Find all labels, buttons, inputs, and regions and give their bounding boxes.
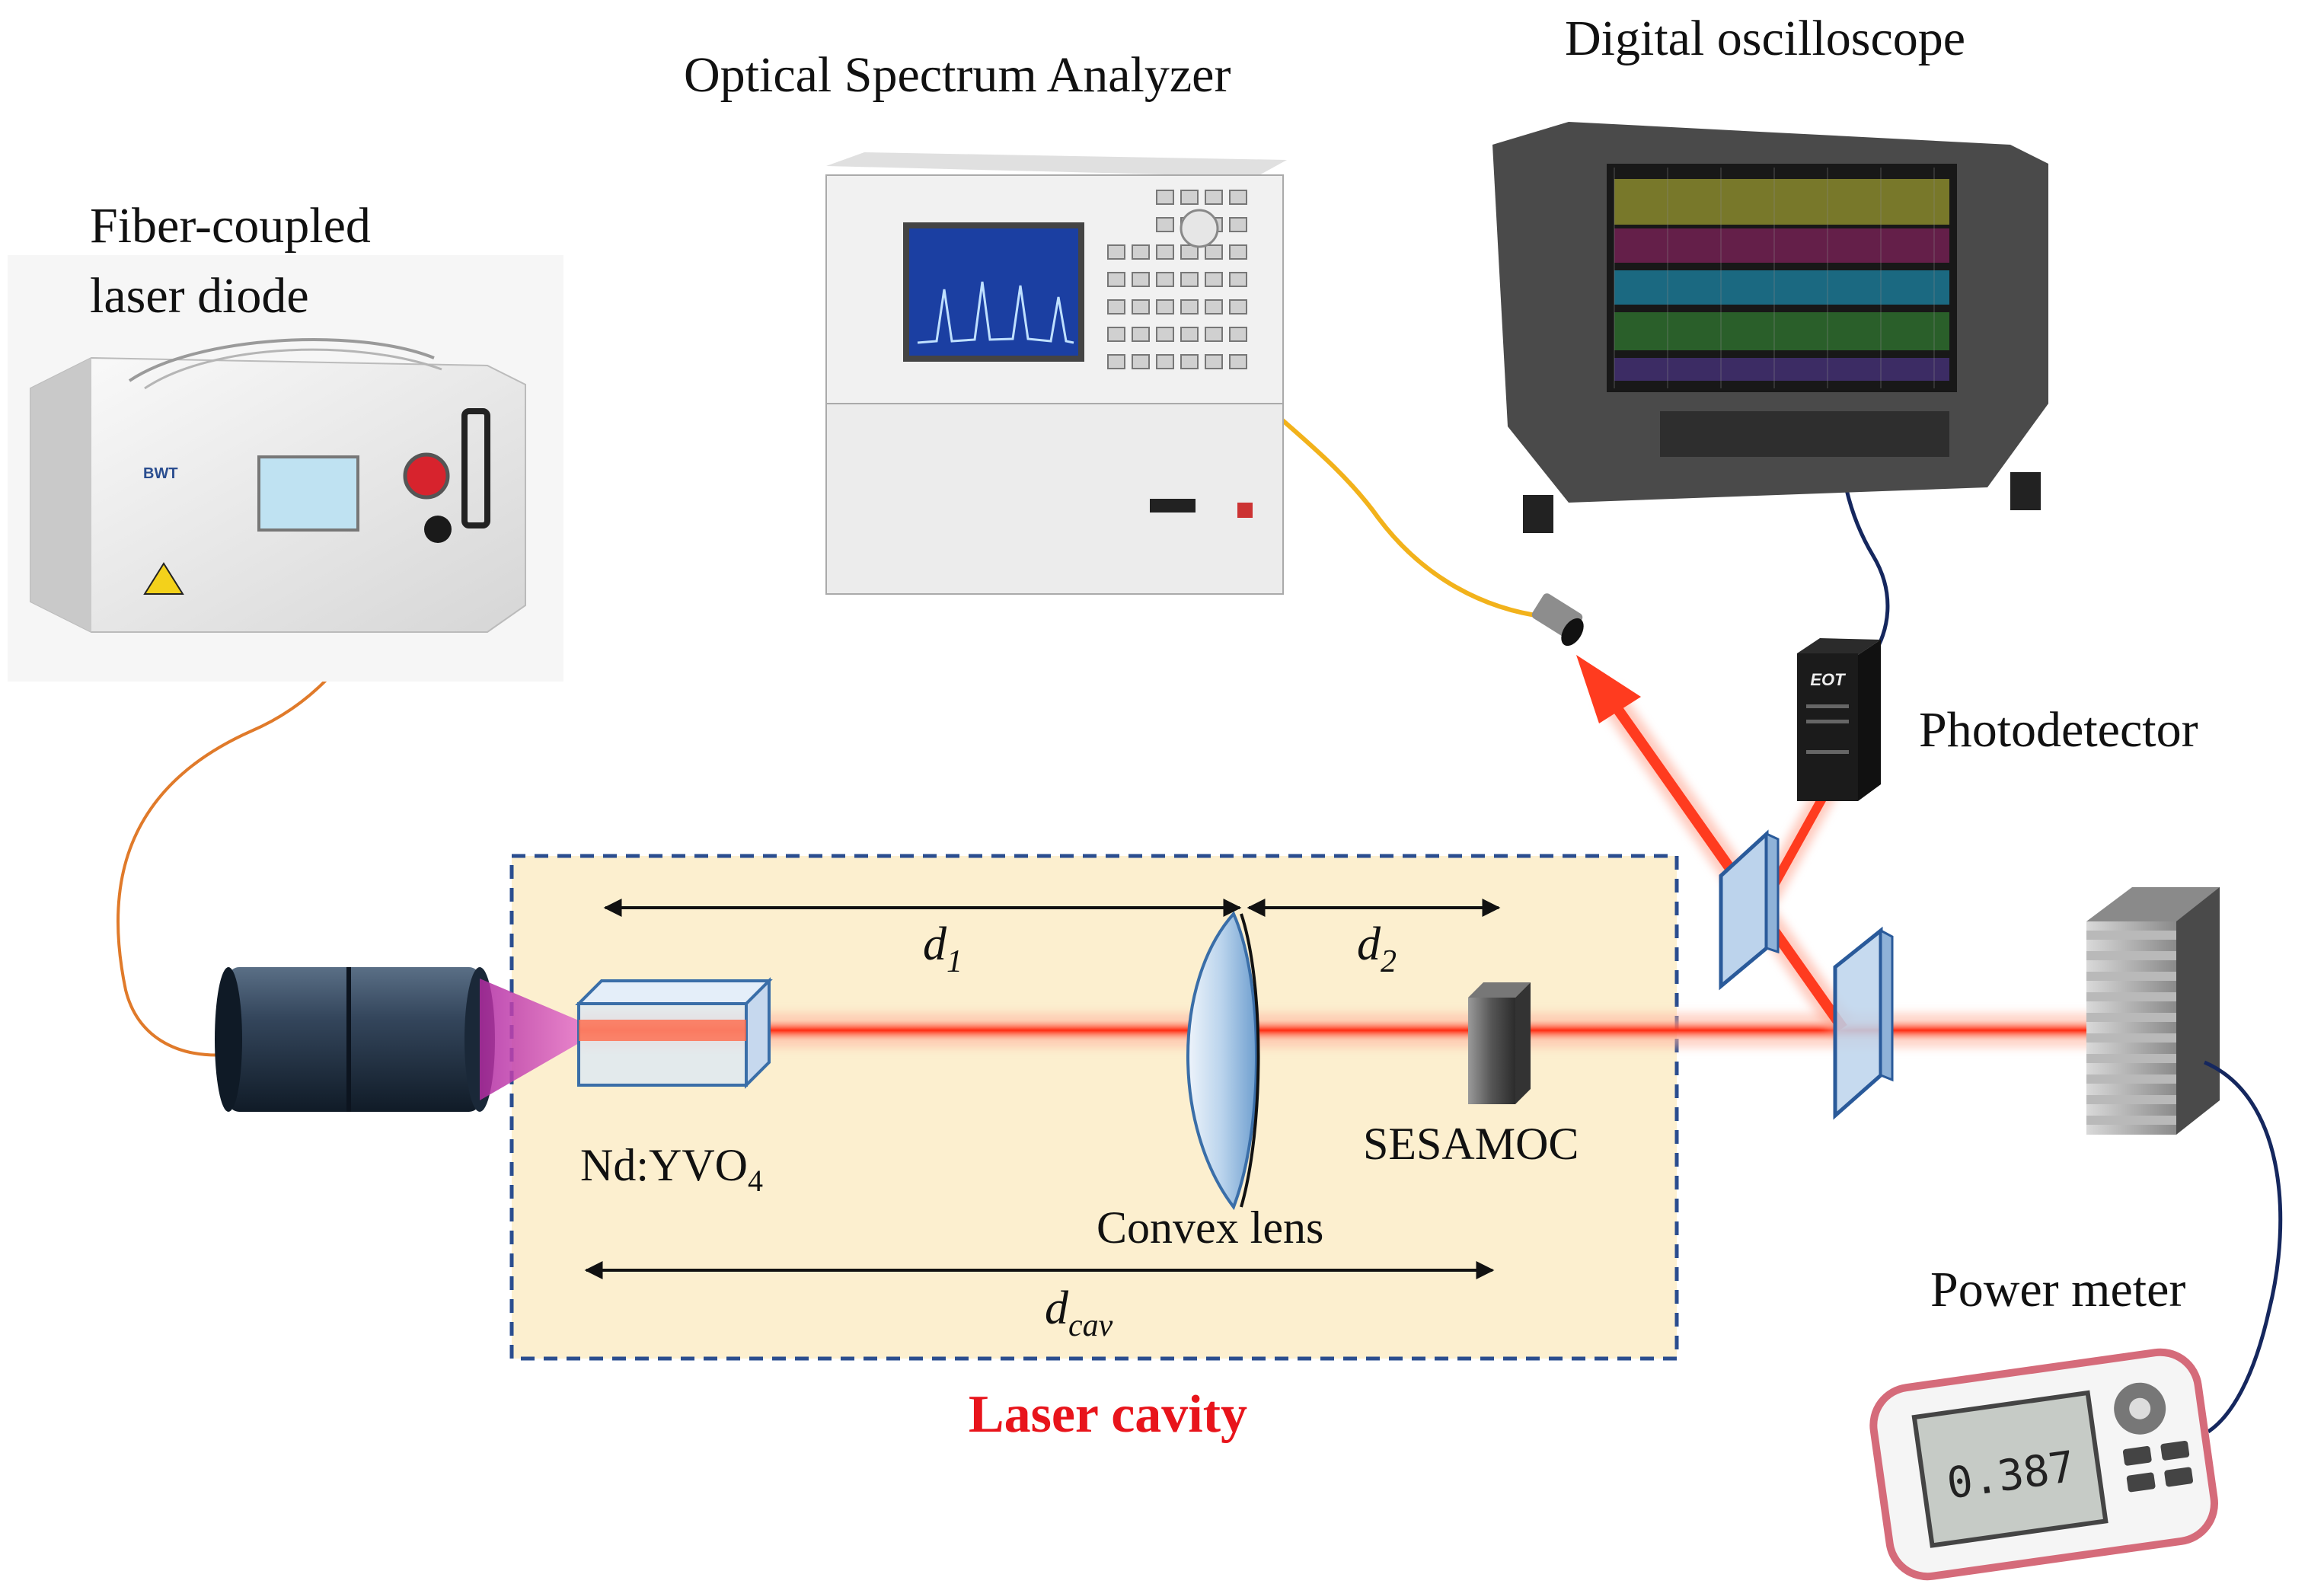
osa-key [1156,217,1174,232]
label-d1: d1 [923,918,962,979]
power-meter-cable [2204,1060,2283,1434]
osa-key [1229,299,1247,315]
osa-key [1132,244,1150,260]
pump-head [215,967,495,1112]
diode-brand: BWT [143,465,178,482]
osa-key [1205,354,1223,369]
label-d2-sub: 2 [1381,944,1397,979]
label-laser-diode-line2: laser diode [90,268,309,324]
stripe [2086,1116,2176,1125]
osa-spectrum-trace [917,281,1074,344]
scope-band [1614,358,1949,381]
osa-key [1132,299,1150,315]
label-sesamoc: SESAMOC [1363,1119,1579,1169]
osa-key [1156,190,1174,205]
label-dcav-sub: cav [1068,1308,1113,1343]
osa-key [1156,244,1174,260]
osa-key [1229,327,1247,342]
photodetector: EOT [1797,638,1881,801]
osa-key [1205,190,1223,205]
stripe [2086,1074,2176,1084]
scope-band [1614,179,1949,225]
osa-key [1229,272,1247,287]
convex-lens [1186,911,1260,1211]
osa-key [1107,244,1125,260]
power-meter-device: 0.387 [1869,1348,2218,1581]
scope-band [1614,312,1949,350]
stripe [2086,972,2176,981]
stripe [2086,1095,2176,1104]
power-meter-head [2086,887,2220,1135]
osa-key [1107,327,1125,342]
label-oscilloscope: Digital oscilloscope [1565,11,1965,66]
osa-key [1132,354,1150,369]
stripe [2086,1013,2176,1022]
label-lens: Convex lens [1097,1202,1323,1253]
osa-key [1205,244,1223,260]
osa-key [1180,272,1199,287]
osa-key [1180,354,1199,369]
label-d2-main: d [1357,918,1381,970]
osa-key [1229,190,1247,205]
osa-key [1156,327,1174,342]
photodetector-brand: EOT [1810,670,1846,689]
power-meter-head-stripes [2086,931,2176,1125]
fiber-collimator [1531,593,1584,647]
osa-key [1156,272,1174,287]
oscilloscope-device [1492,122,2048,533]
stripe [2086,1033,2176,1043]
stripe [2086,951,2176,960]
stripe [2086,1054,2176,1063]
label-crystal-subscript: 4 [748,1164,763,1198]
label-power-meter: Power meter [1930,1262,2185,1317]
stripe [2086,992,2176,1001]
label-crystal-main: Nd:YVO [580,1140,748,1190]
osa-key [1156,354,1174,369]
osa-key [1205,299,1223,315]
sesamoc [1468,982,1531,1104]
osa-key [1180,299,1199,315]
label-laser-diode-line1: Fiber-coupled [90,198,371,254]
osa-key [1229,244,1247,260]
nd-yvo4-crystal [575,977,773,1089]
osa-key [1107,354,1125,369]
osa-key [1205,327,1223,342]
osa-key [1107,272,1125,287]
osa-key [1229,354,1247,369]
osa-key [1205,272,1223,287]
label-laser-cavity: Laser cavity [969,1385,1247,1444]
label-d2: d2 [1357,918,1397,979]
stripe [2086,931,2176,940]
label-dcav: dcav [1045,1282,1113,1343]
osa-fiber [1247,388,1547,619]
osa-key [1180,327,1199,342]
osa-key [1229,217,1247,232]
beam-splitter-lower [1833,926,1894,1120]
label-crystal: Nd:YVO4 [580,1140,763,1198]
label-d1-main: d [923,918,947,970]
osa-key [1156,299,1174,315]
scope-band [1614,270,1949,305]
osa-key [1132,327,1150,342]
scope-band [1614,228,1949,263]
label-dcav-main: d [1045,1282,1069,1334]
osa-key [1132,272,1150,287]
label-photodetector: Photodetector [1919,702,2198,758]
label-osa: Optical Spectrum Analyzer [684,47,1231,103]
osa-device [825,152,1287,595]
beam-splitter-upper [1719,829,1780,991]
osa-key [1180,244,1199,260]
osa-key [1180,190,1199,205]
laser-diode-device: BWT [8,255,563,682]
osa-key [1107,299,1125,315]
pump-cone [480,979,579,1100]
label-d1-sub: 1 [947,944,962,979]
oscilloscope-screen [1614,168,1949,388]
laser-cavity-box [509,854,1679,1361]
